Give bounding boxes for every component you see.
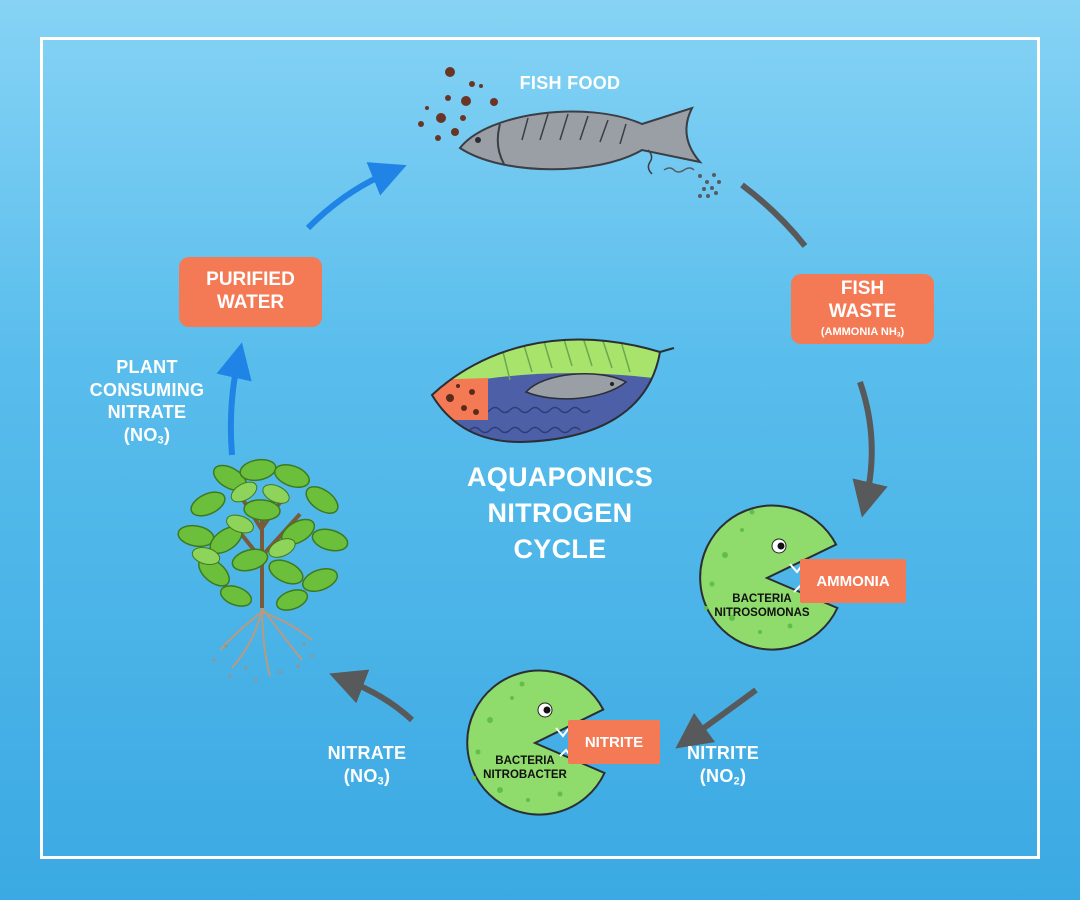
purified-water-box: PURIFIED WATER	[179, 257, 322, 327]
fish-food-label: FISH FOOD	[519, 73, 621, 93]
arrow-bacteria2-to-plant	[329, 669, 415, 723]
fish-waste-line2: WASTE	[828, 301, 897, 323]
plant-consuming-nitrate-label: PLANT CONSUMING NITRATE (NO3)	[89, 357, 205, 447]
plant-icon	[177, 458, 349, 682]
bacteria-nitrobacter-icon	[466, 669, 606, 816]
arrow-waste-to-bacteria1	[852, 381, 888, 518]
arrow-plant-to-purified	[216, 342, 252, 456]
border-frame	[40, 37, 1040, 859]
food-pellets-icon	[418, 67, 498, 141]
arrow-fish-to-waste	[740, 182, 808, 248]
ammonia-tag: AMMONIA	[800, 559, 906, 603]
bacteria-nitrobacter-label: BACTERIA NITROBACTER	[483, 755, 567, 782]
fish-waste-sub: (AMMONIA NH3)	[820, 326, 905, 339]
nitrite-label: NITRITE (NO2)	[686, 743, 760, 788]
fish-waste-line1: FISH	[840, 278, 885, 300]
diagram-title: AQUAPONICS NITROGEN CYCLE	[466, 462, 653, 564]
fish-waste-dots-icon	[663, 167, 721, 198]
nitrate-label: NITRATE (NO3)	[327, 743, 407, 788]
arrow-purified-to-fish	[305, 162, 407, 231]
fish-waste-box: FISH WASTE (AMMONIA NH3)	[791, 274, 934, 344]
nitrite-tag: NITRITE	[568, 720, 660, 764]
fish-icon	[458, 106, 703, 175]
bacteria-nitrosomonas-label: BACTERIA NITROSOMONAS	[714, 593, 810, 620]
aquaponics-system-icon	[430, 338, 675, 444]
arrow-bacteria1-to-bacteria2	[675, 687, 758, 749]
